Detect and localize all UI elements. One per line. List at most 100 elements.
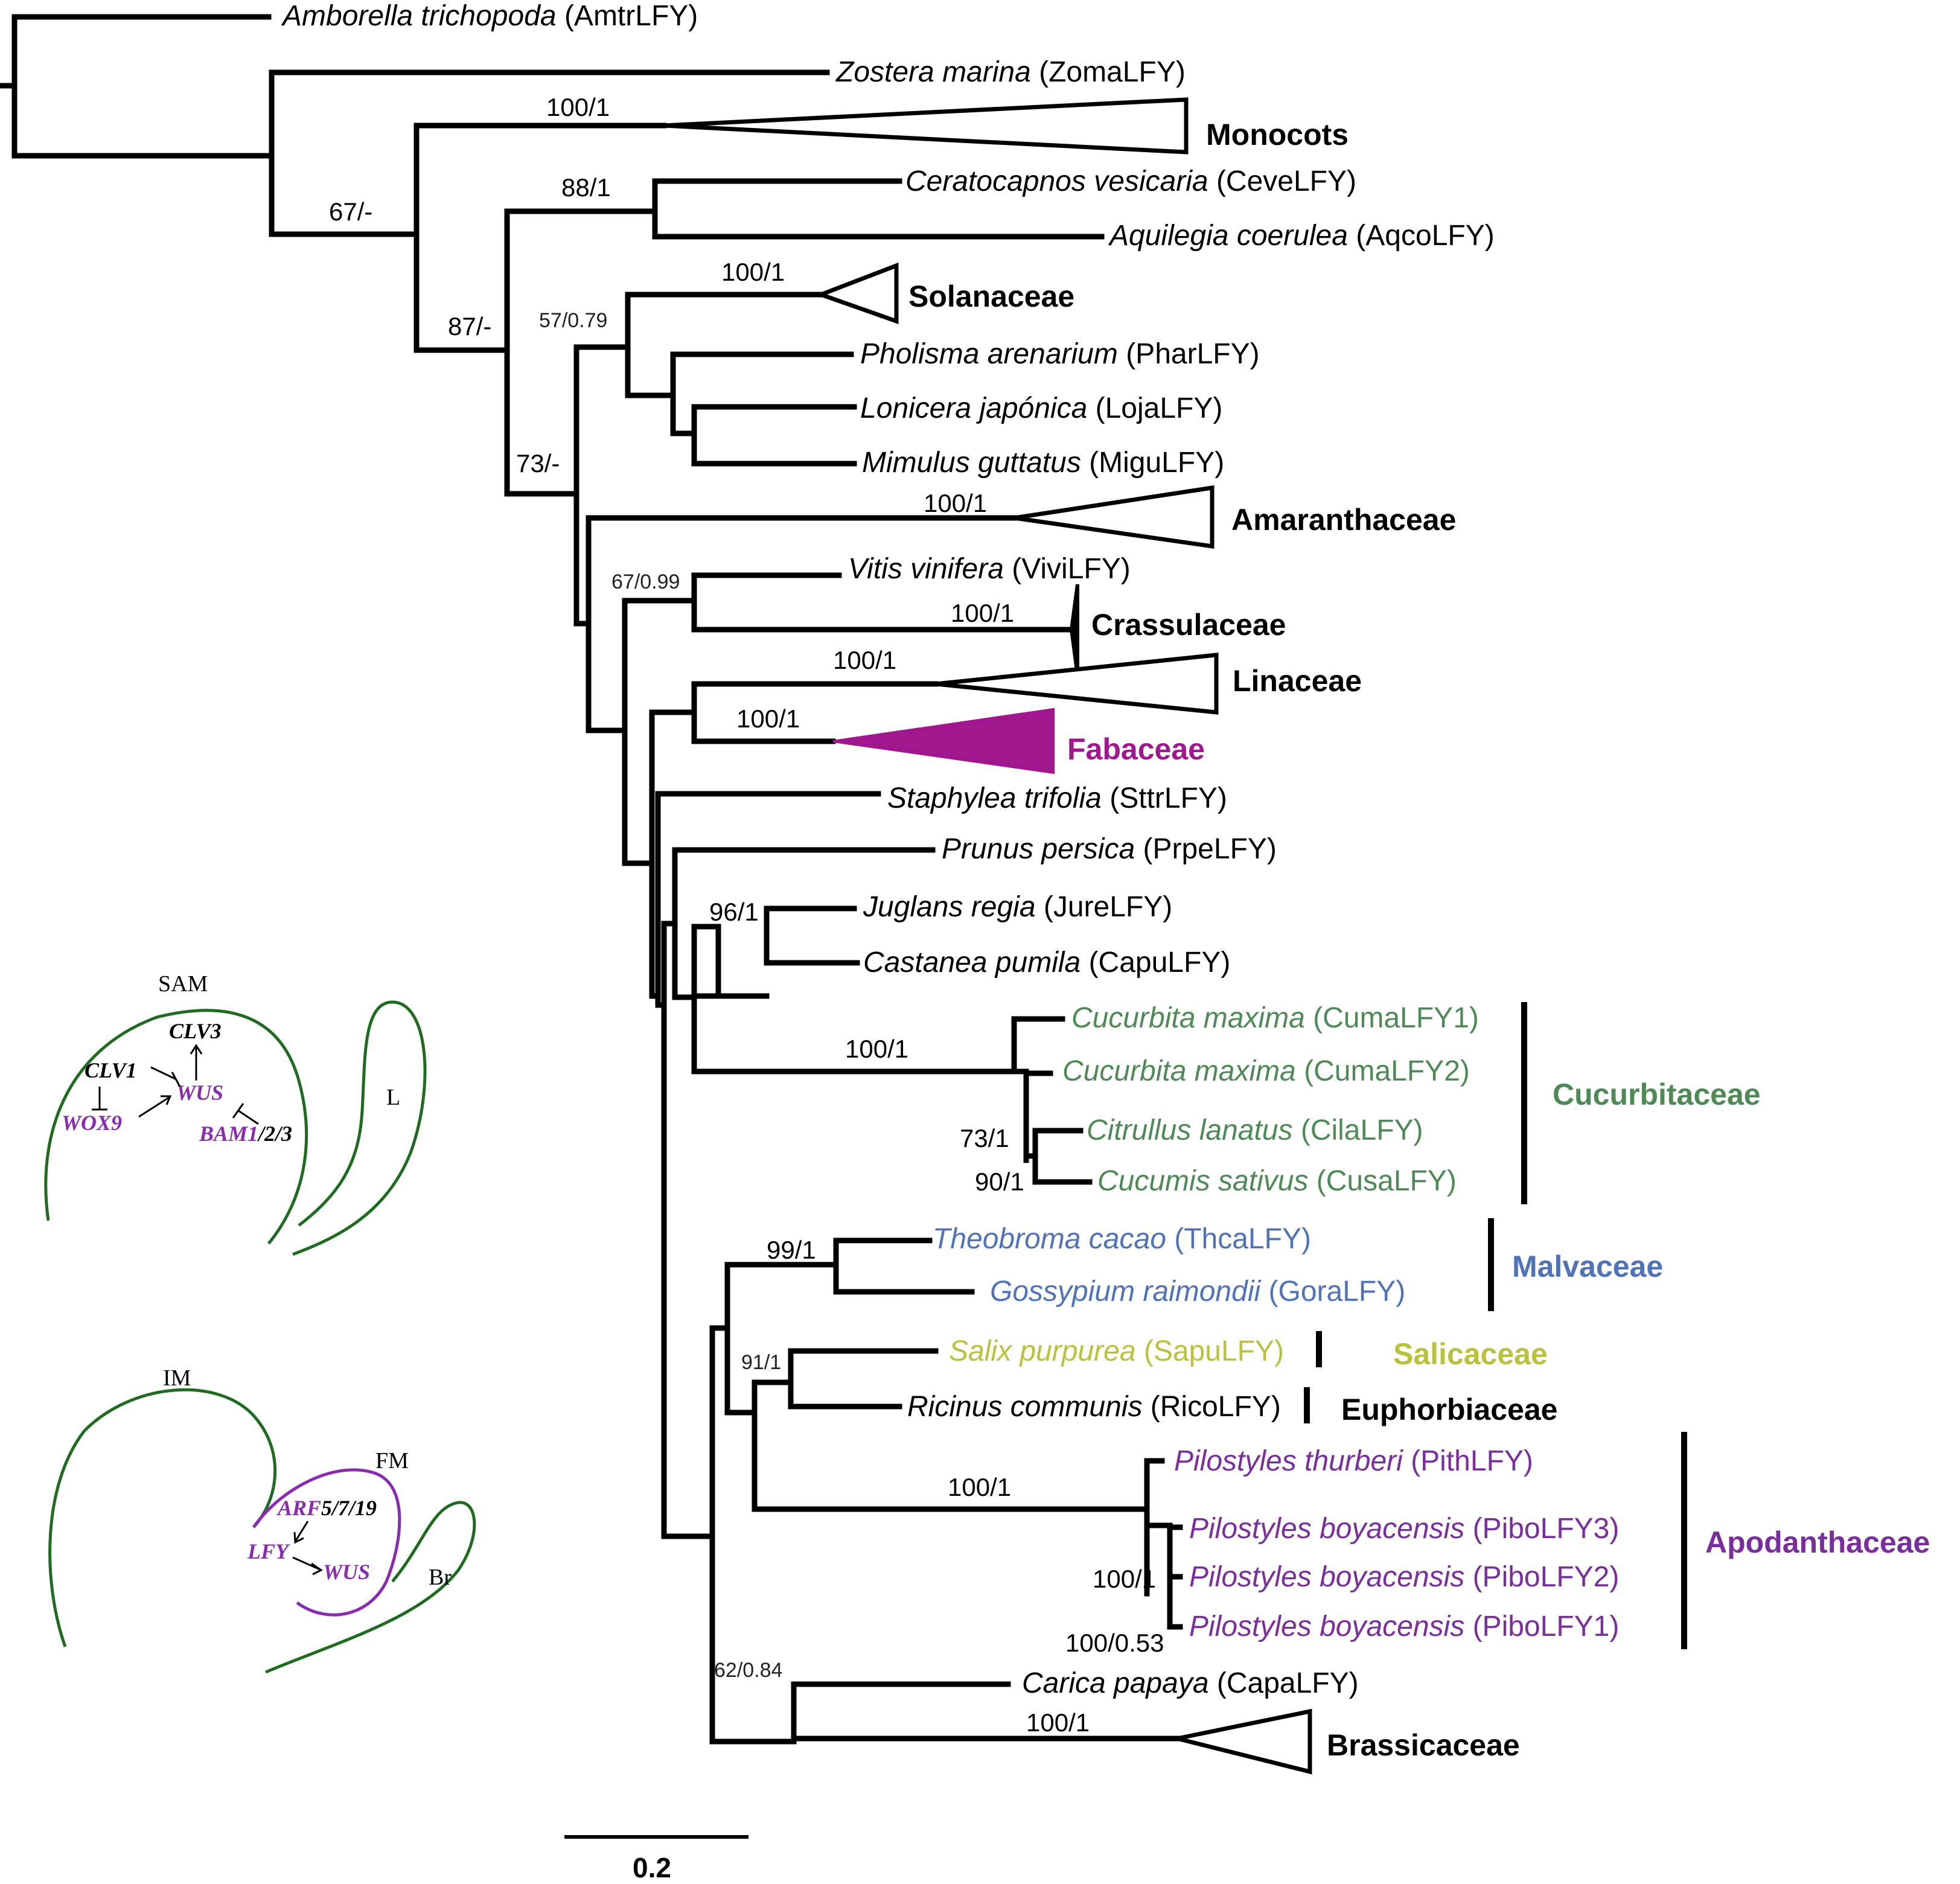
gene-clv1: CLV1 [85,1058,137,1082]
salix-ricinus-branch [752,1348,939,1410]
tip-label: Zostera marina (ZomaLFY) [835,56,1186,88]
arrowhead-icon [311,1562,323,1576]
tip-label: Cucumis sativus (CusaLFY) [1097,1165,1457,1197]
juglans-castanea-branch [715,905,860,999]
clade-label-brassicaceae: Brassicaceae [1327,1728,1520,1762]
collapsed-clades [663,97,1312,1775]
staphylea-branch [655,791,881,1008]
support-67b: 67/0.99 [611,570,680,593]
bract-label: Br [429,1565,452,1590]
tip-label: Juglans regia (JureLFY) [863,891,1172,923]
cucurbit-node-3 [1023,1070,1053,1159]
gene-wox9: WOX9 [62,1111,122,1135]
tip-label: Vitis vinifera (ViviLFY) [848,553,1131,585]
tip-label: Cucurbita maxima (CumaLFY2) [1062,1055,1470,1087]
lfy-to-wus-arrow [292,1556,321,1571]
lina-faba-branch [691,681,939,744]
im-schematic: IM FM Br ARF5/7/19 LFY WUS [48,1365,476,1674]
inhibit-bar-icon [232,1103,244,1119]
gene-lfy: LFY [247,1539,290,1563]
gene-wus: WUS [176,1081,223,1105]
gene-clv3: CLV3 [169,1019,222,1043]
tip-label: Prunus persica (PrpeLFY) [942,833,1277,865]
support-88: 88/1 [561,173,611,202]
gene-bam: BAM1/2/3 [199,1122,292,1146]
node-91 [724,1379,758,1512]
tip-labels: Amborella trichopoda (AmtrLFY) Zostera m… [281,0,1619,1699]
brassicaceae-triangle [1176,1708,1312,1775]
support-91: 91/1 [741,1351,781,1374]
arrowhead-icon [190,1044,203,1055]
amaranthaceae-triangle [1014,485,1215,549]
clade-label-malvaceae: Malvaceae [1512,1250,1663,1283]
gene-arf: ARF5/7/19 [276,1496,377,1520]
tip-label: Pilostyles boyacensis (PiboLFY2) [1189,1561,1619,1593]
clade-label-fabaceae: Fabaceae [1067,732,1205,766]
ranunculales-branch [652,178,1105,240]
malvid-node [709,1262,730,1416]
support-73a: 73/- [516,449,560,477]
support-pibo: 100/1 [1093,1565,1156,1593]
support-brassicaceae: 100/1 [1026,1708,1090,1737]
tip-label: Ricinus communis (RicoLFY) [907,1391,1281,1423]
lonicera-mimulus-branch [691,404,857,467]
tip-label: Theobroma cacao (ThcaLFY) [933,1223,1311,1255]
monocots-triangle [663,97,1189,155]
sam-outline [44,1009,308,1245]
rosid-lower-node [661,1325,715,1745]
inhibit-bar-icon [171,1071,181,1087]
node-87 [504,208,658,497]
support-cucurbit: 100/1 [845,1035,908,1063]
zostera-branch [269,69,830,237]
arrowhead-icon [293,1531,304,1544]
tip-label: Salix purpurea (SapuLFY) [949,1335,1284,1367]
clade-label-solanaceae: Solanaceae [908,279,1074,313]
amaranth-branch [586,515,1017,733]
support-99: 99/1 [767,1236,816,1264]
monocot-branch [413,123,667,353]
scale-bar: 0.2 [564,1835,749,1883]
clade-label-crassulaceae: Crassulaceae [1091,608,1286,642]
tip-label: Staphylea trifolia (SttrLFY) [887,782,1227,814]
tip-label: Castanea pumila (CapuLFY) [863,947,1230,979]
support-pibo2: 100/0.53 [1065,1629,1164,1657]
wox9-to-wus-arrow [138,1096,170,1118]
clade-label-euphorbiaceae: Euphorbiaceae [1341,1393,1557,1426]
tip-label: Aquilegia coerulea (AqcoLFY) [1108,220,1495,252]
clv1-inhibit-wus [150,1066,177,1081]
support-linaceae: 100/1 [833,646,896,674]
support-amaranthaceae: 100/1 [924,489,987,517]
support-67: 67/- [329,197,372,226]
fagales-cucurbit-branch [691,924,1017,1075]
support-crassulaceae: 100/1 [951,599,1014,627]
fabaceae-triangle [832,707,1055,774]
gene-wus-im: WUS [323,1560,370,1584]
tree-branches [0,14,1183,1745]
tip-label: Pilostyles thurberi (PithLFY) [1174,1445,1533,1477]
leaf-primordium-outline [292,1000,427,1256]
support-62: 62/0.84 [714,1659,782,1682]
backbone-b [661,921,678,1539]
im-title: IM [163,1365,191,1391]
tip-label: Cucurbita maxima (CumaLFY1) [1071,1002,1479,1034]
tip-label: Gossypium raimondii (GoraLFY) [990,1276,1405,1308]
tip-label: Pilostyles boyacensis (PiboLFY1) [1189,1611,1619,1643]
tip-label: Lonicera japónica (LojaLFY) [860,392,1222,424]
tip-label: Carica papaya (CapaLFY) [1022,1667,1359,1699]
cucurbit-node [1011,1016,1065,1075]
support-87: 87/- [448,312,491,340]
fm-label: FM [375,1448,409,1474]
prunus-branch [672,847,936,1000]
node-57 [625,292,824,398]
crassulaceae-triangle [1069,584,1079,675]
support-monocots: 100/1 [546,93,610,121]
carica-brassica-branch [709,1681,1180,1745]
scale-bar-label: 0.2 [633,1852,671,1883]
clade-label-amaranthaceae: Amaranthaceae [1231,503,1456,537]
support-values: 100/1 67/- 88/1 87/- 100/1 57/0.79 73/- … [329,93,1164,1737]
im-outline [48,1388,277,1647]
clade-brackets [1304,1002,1687,1649]
tip-label: Citrullus lanatus (CilaLFY) [1087,1114,1423,1146]
bam-inhibit-wus [238,1110,259,1125]
